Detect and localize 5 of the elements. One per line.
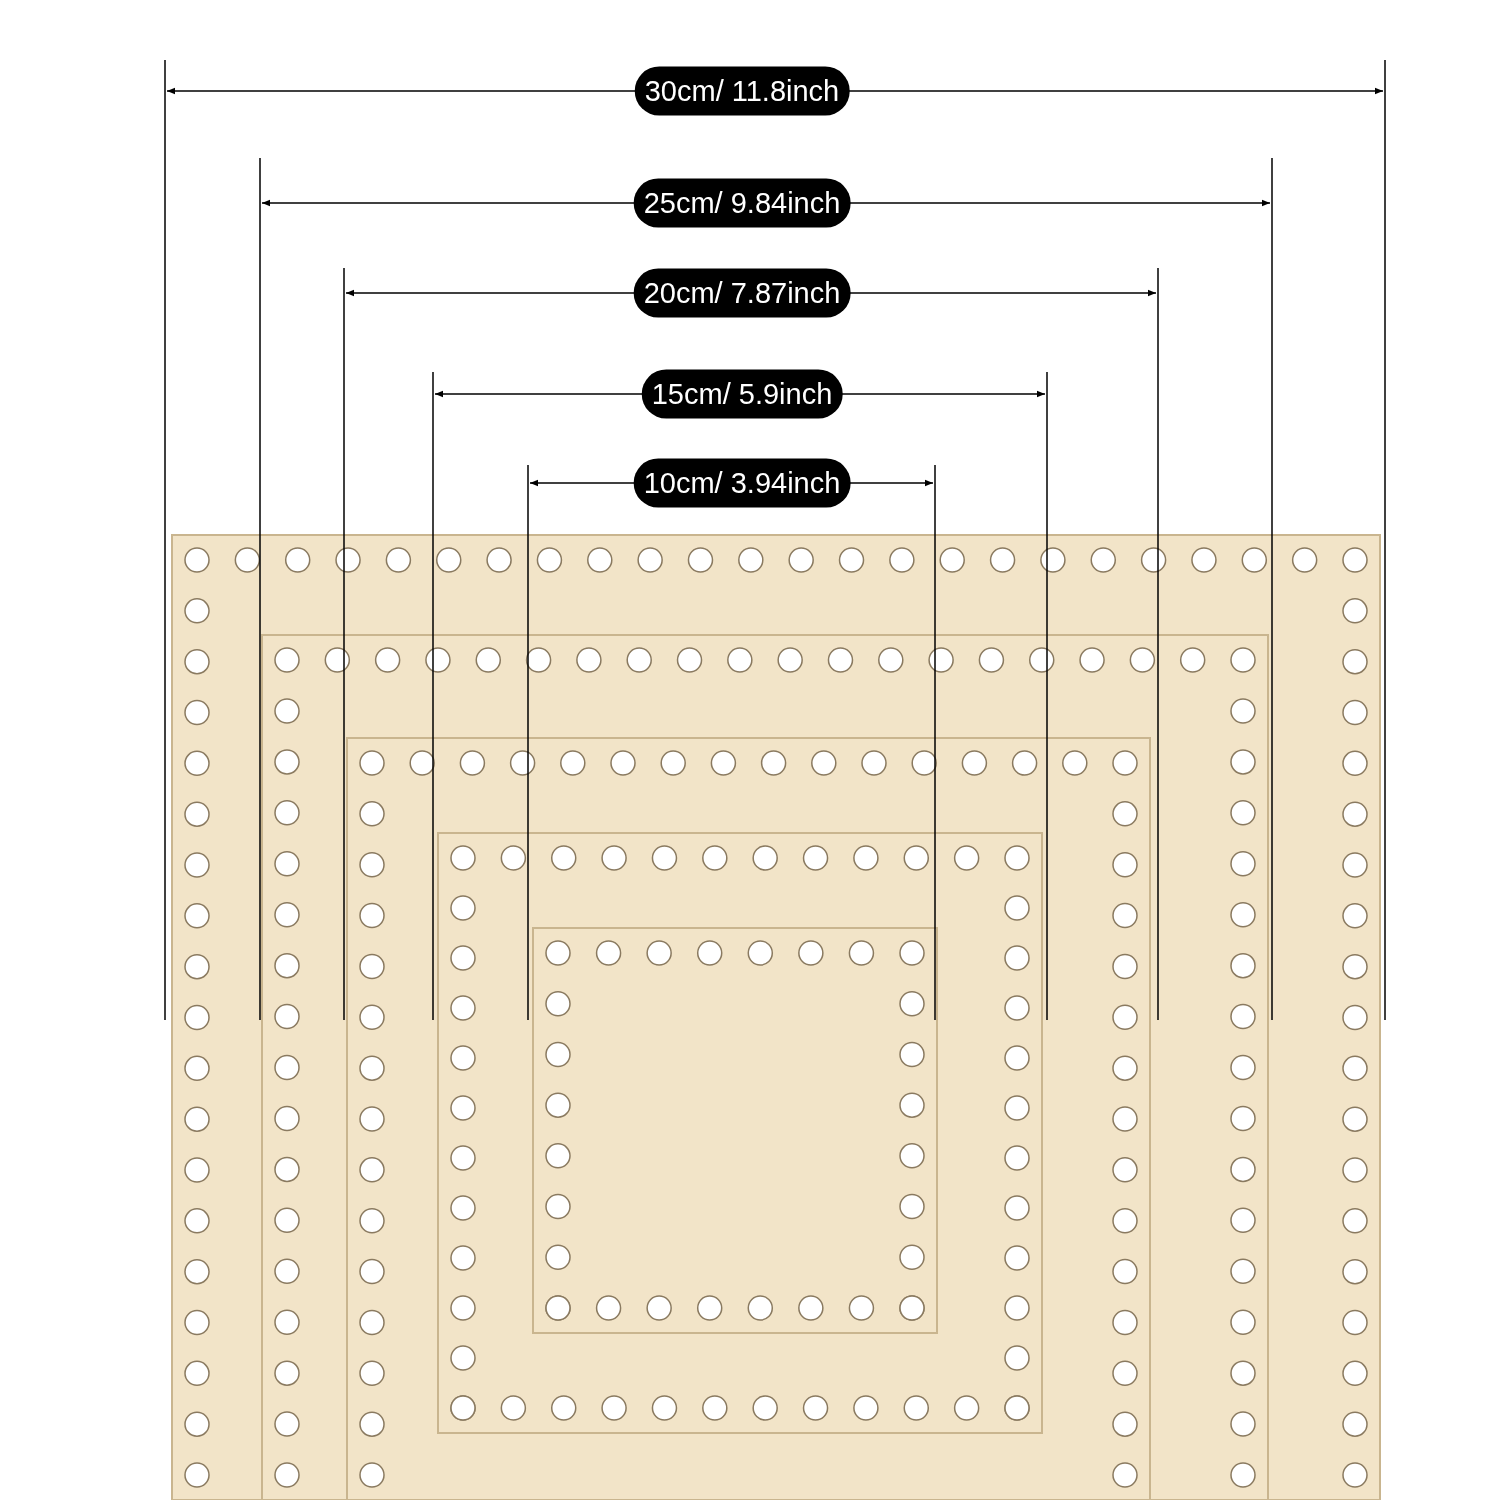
dimension-label: 25cm/ 9.84inch: [633, 178, 851, 228]
dimension-label: 20cm/ 7.87inch: [633, 268, 851, 318]
dimension-label: 30cm/ 11.8inch: [634, 66, 850, 116]
dimension-label: 10cm/ 3.94inch: [633, 458, 851, 508]
dimension-label: 15cm/ 5.9inch: [641, 369, 843, 419]
